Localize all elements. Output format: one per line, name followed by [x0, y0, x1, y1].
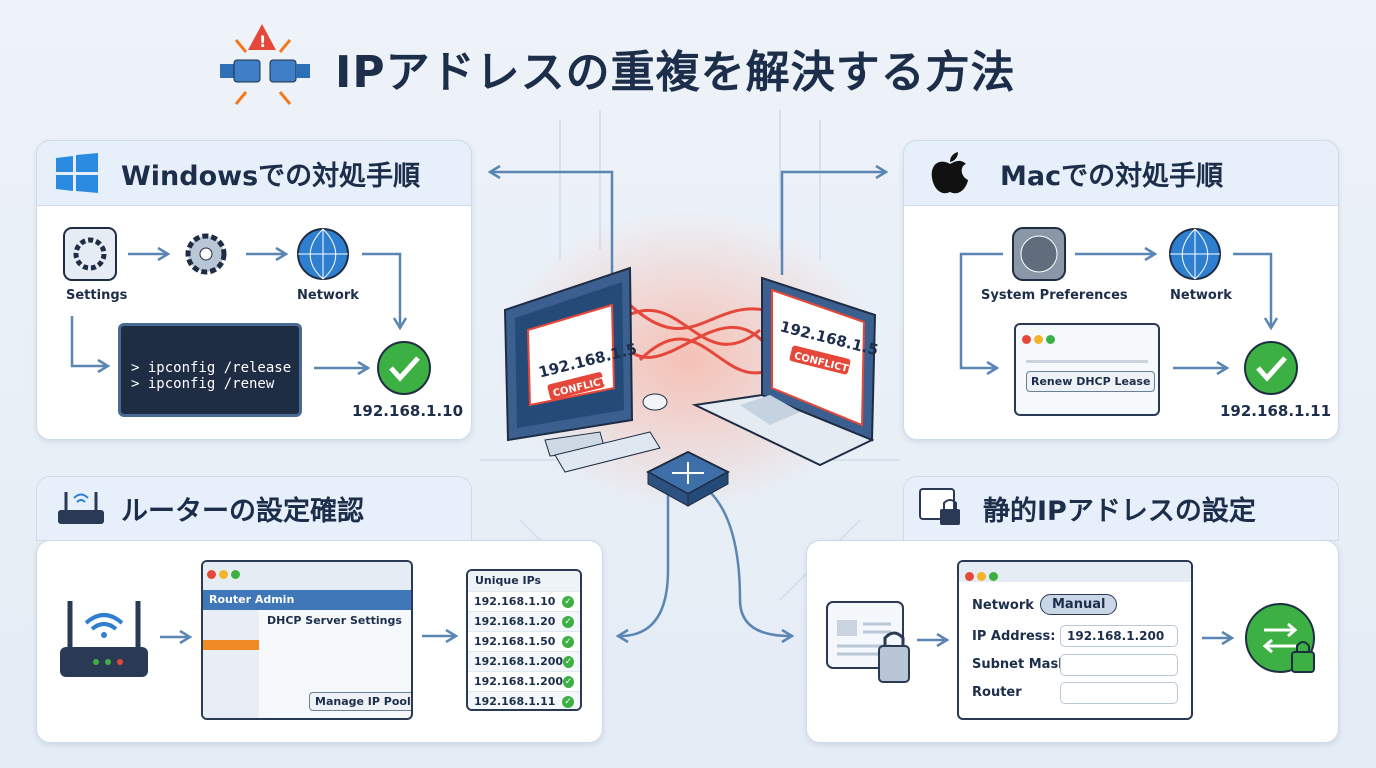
- admin-sidebar: [203, 610, 259, 718]
- check-icon: ✓: [562, 635, 574, 648]
- unique-ips-list: Unique IPs 192.168.1.10✓192.168.1.20✓192…: [466, 569, 582, 711]
- desktop-monitor-icon: [503, 266, 668, 473]
- ip-address: 192.168.1.11: [474, 695, 556, 708]
- ip-list-row: 192.168.1.20 ✓: [468, 611, 580, 631]
- windows-logo-icon: [56, 153, 98, 193]
- window-controls: [1016, 325, 1158, 352]
- ip-list-row: 192.168.1.50 ✓: [468, 631, 580, 651]
- static-ip-heading: 静的IPアドレスの設定: [903, 476, 1339, 541]
- wifi-router-icon: [60, 601, 193, 677]
- command-release: > ipconfig /release: [131, 360, 292, 376]
- apple-logo-icon: [931, 152, 968, 194]
- connector-arrows: [487, 164, 889, 644]
- ip-address: 192.168.1.50: [474, 635, 556, 648]
- network-label: Network: [972, 598, 1034, 613]
- router-field[interactable]: [1060, 682, 1178, 704]
- window-controls: [203, 562, 411, 592]
- windows-heading: Windowsでの対処手順: [36, 140, 472, 206]
- check-icon: ✓: [562, 695, 574, 708]
- command-renew: > ipconfig /renew: [131, 376, 275, 392]
- tangled-cables-icon: [618, 303, 772, 375]
- settings-label: Settings: [66, 288, 128, 303]
- command-terminal: > ipconfig /release > ipconfig /renew: [118, 323, 302, 417]
- ip-address: 192.168.1.20: [474, 615, 556, 628]
- dhcp-section-title: DHCP Server Settings: [267, 614, 402, 627]
- check-icon: ✓: [562, 595, 574, 608]
- locked-window-icon: [919, 488, 960, 525]
- subnet-mask-field[interactable]: [1060, 654, 1178, 676]
- mac-heading: Macでの対処手順: [903, 140, 1339, 206]
- mac-network-window: Renew DHCP Lease: [1014, 323, 1160, 416]
- ip-address: 192.168.1.10: [474, 595, 556, 608]
- mac-result-ip: 192.168.1.11: [1220, 402, 1332, 420]
- settings-icon: [63, 227, 117, 281]
- subnet-mask-label: Subnet Mask: [972, 657, 1067, 672]
- manage-ip-pool-button[interactable]: Manage IP Pool: [309, 692, 411, 711]
- router-label: Router: [972, 685, 1022, 700]
- success-check-icon: [377, 341, 431, 395]
- locked-config-icon: [826, 601, 950, 683]
- router-admin-window: Router Admin DHCP Server Settings Manage…: [201, 560, 413, 720]
- unique-ips-title: Unique IPs: [468, 571, 580, 591]
- window-controls: [959, 562, 1191, 582]
- router-heading: ルーターの設定確認: [36, 476, 472, 541]
- ip-list-row: 192.168.1.200✓: [468, 651, 580, 671]
- ip-list-row: 192.168.1.11 ✓: [468, 691, 580, 709]
- system-preferences-label: System Preferences: [981, 288, 1128, 303]
- router-admin-title: Router Admin: [203, 590, 411, 610]
- conflict-plug-icon: !: [220, 24, 310, 105]
- check-icon: ✓: [563, 655, 574, 668]
- ip-address: 192.168.1.200: [474, 655, 564, 668]
- renew-dhcp-lease-button[interactable]: Renew DHCP Lease: [1026, 371, 1156, 392]
- check-icon: ✓: [562, 615, 574, 628]
- svg-text:!: !: [259, 32, 266, 51]
- success-check-icon: [1244, 341, 1298, 395]
- ip-address: 192.168.1.200: [474, 675, 564, 688]
- check-icon: ✓: [563, 675, 574, 688]
- page-title: IPアドレスの重複を解決する方法: [335, 47, 1016, 98]
- ip-list-row: 192.168.1.200✓: [468, 671, 580, 691]
- ip-list-row: 192.168.1.10 ✓: [468, 591, 580, 611]
- network-label: Network: [297, 288, 359, 303]
- router-icon: [58, 492, 104, 524]
- windows-result-ip: 192.168.1.10: [352, 402, 464, 420]
- network-label: Network: [1170, 288, 1232, 303]
- ip-address-label: IP Address:: [972, 629, 1056, 644]
- network-mode-select[interactable]: Manual: [1040, 594, 1118, 615]
- network-switch-icon: [645, 450, 731, 507]
- ip-address-field[interactable]: 192.168.1.200: [1060, 625, 1178, 647]
